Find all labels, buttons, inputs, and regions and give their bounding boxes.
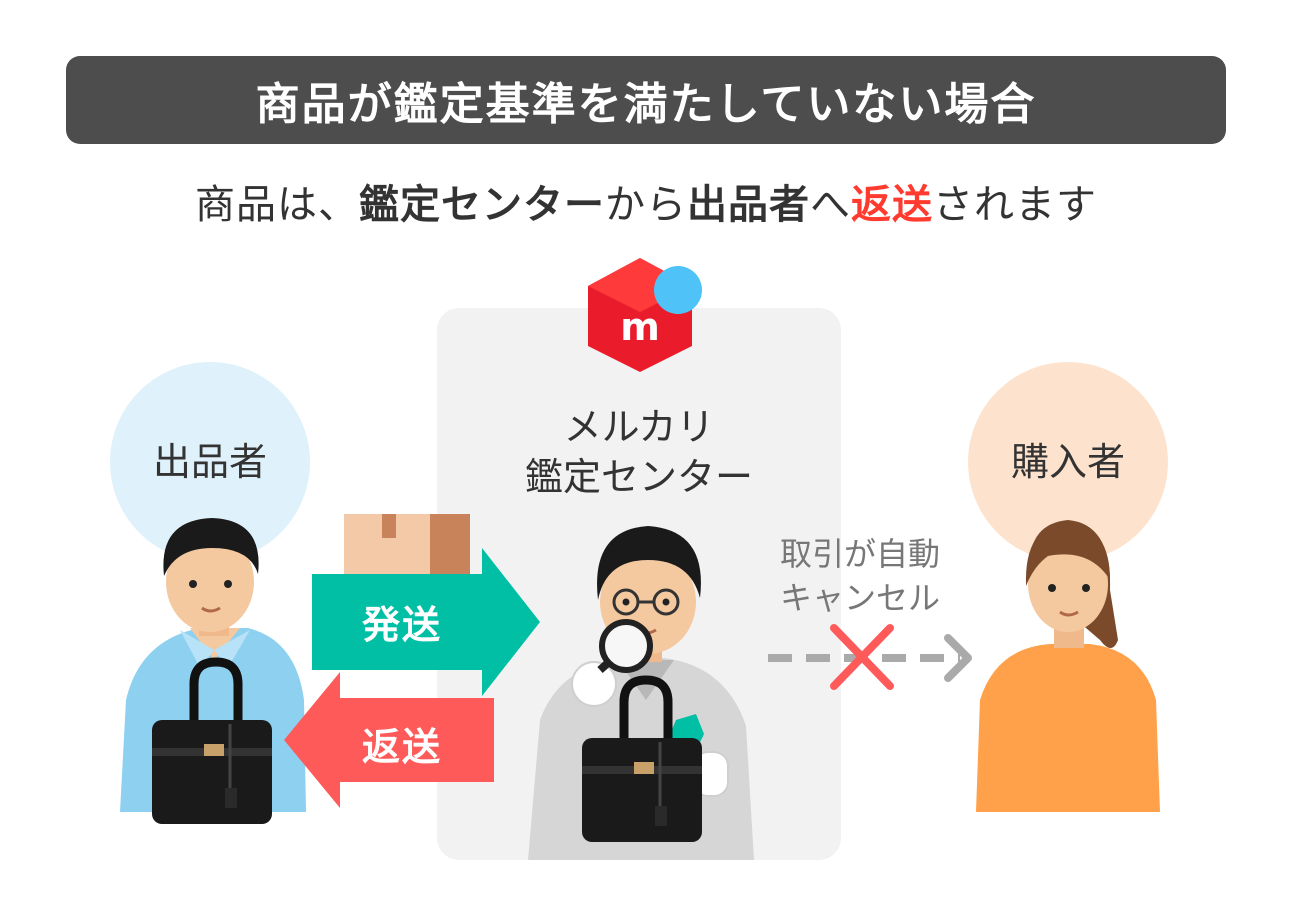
subtitle-center: 鑑定センター [359,182,605,228]
send-arrow [312,548,540,696]
logo-dot [654,266,702,314]
mercari-logo: m [588,258,702,372]
title-bar: 商品が鑑定基準を満たしていない場合 [66,56,1226,144]
subtitle-part-5: へ [810,182,851,228]
buyer-label: 購入者 [1010,439,1125,484]
subtitle-part-7: されます [933,182,1097,228]
package-box-icon [344,514,470,580]
logo-letter: m [620,305,660,349]
seller-label: 出品者 [152,439,267,484]
subtitle-part-3: から [605,182,687,228]
return-label: 返送 [362,725,443,769]
cancel-arrowhead [944,634,972,682]
seller-circle: 出品者 [110,362,310,562]
center-label: メルカリ 鑑定センター [437,402,841,502]
buyer-person [976,520,1160,812]
cross-icon [830,624,894,690]
center-label-line-2: 鑑定センター [524,455,753,499]
subtitle-seller: 出品者 [687,182,810,228]
page-title: 商品が鑑定基準を満たしていない場合 [255,79,1037,130]
send-label: 発送 [362,603,443,647]
return-arrow [284,672,494,808]
subtitle-part-1: 商品は、 [195,182,359,228]
subtitle-return: 返送 [851,182,933,228]
cancel-label-line-1: 取引が自動 [779,535,940,573]
cancel-label-line-2: キャンセル [779,579,940,617]
cancel-label: 取引が自動 キャンセル [740,532,980,620]
subtitle: 商品は、鑑定センターから出品者へ返送されます [0,172,1292,230]
center-label-line-1: メルカリ [563,405,715,449]
